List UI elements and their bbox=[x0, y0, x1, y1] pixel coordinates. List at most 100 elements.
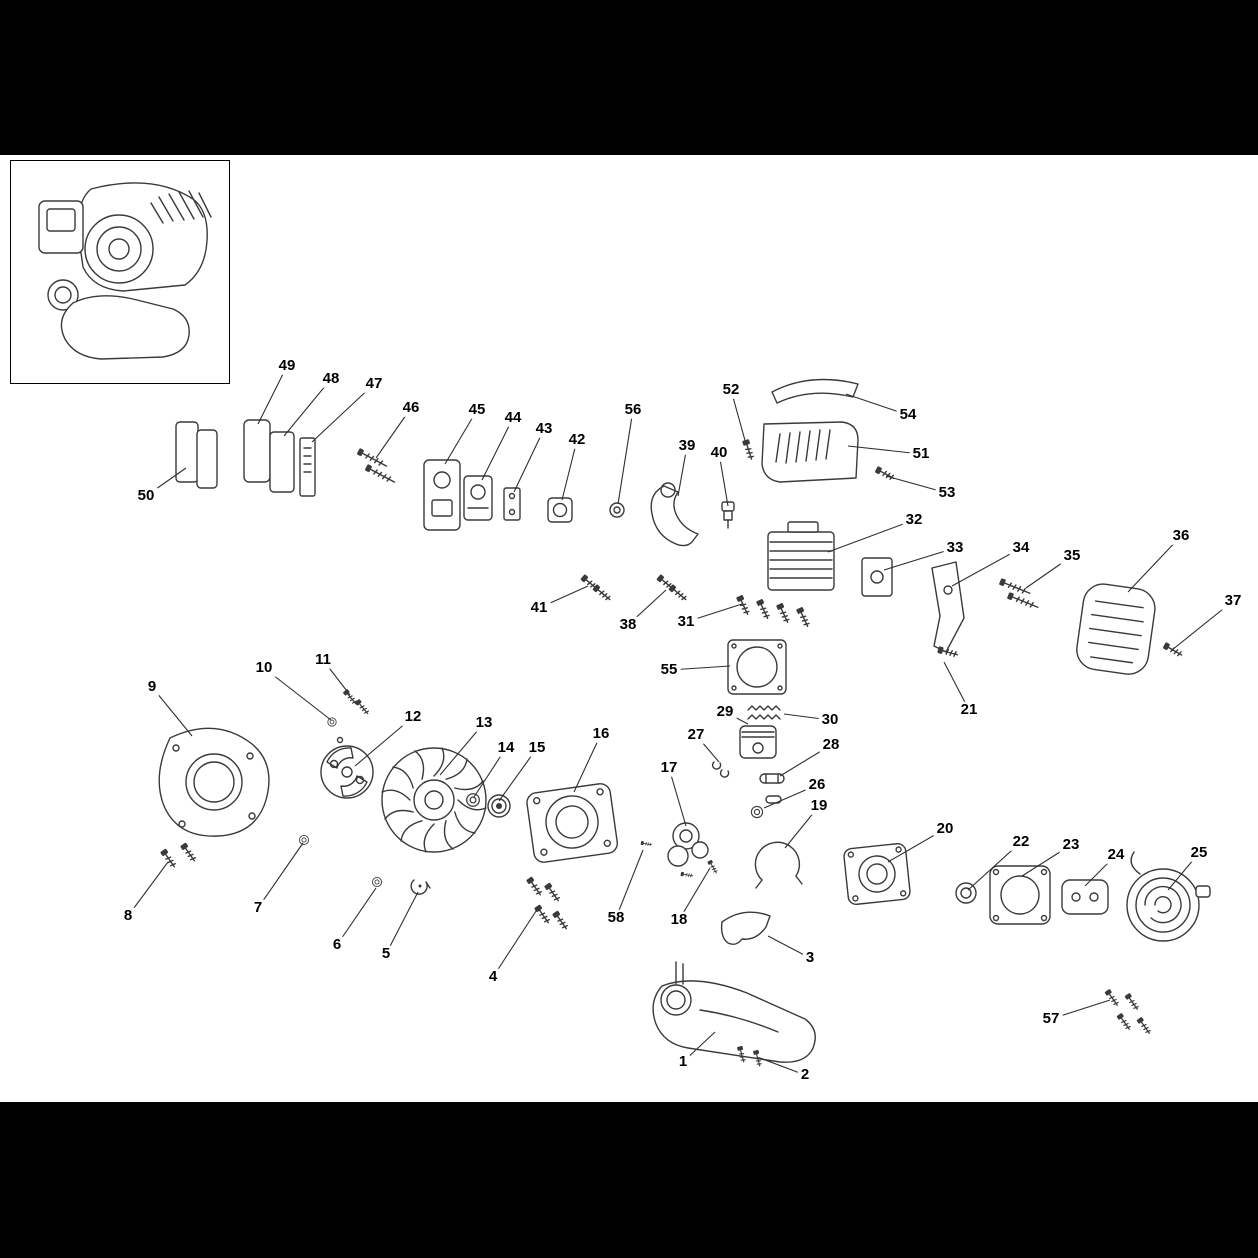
leader-line-49 bbox=[257, 365, 288, 425]
leader-line-36 bbox=[1127, 535, 1182, 593]
leader-line-8 bbox=[127, 861, 169, 917]
leader-line-35 bbox=[1025, 555, 1073, 589]
leader-line-33 bbox=[883, 547, 956, 571]
leader-line-30 bbox=[783, 713, 831, 721]
leader-line-34 bbox=[951, 547, 1022, 587]
part-15-bearing bbox=[487, 794, 511, 818]
part-34-heat-shield bbox=[931, 561, 965, 653]
leader-line-47 bbox=[311, 383, 375, 443]
leader-line-10 bbox=[263, 667, 332, 721]
leader-line-57 bbox=[1050, 999, 1111, 1020]
part-6-washer bbox=[371, 876, 383, 888]
part-37-screw bbox=[1161, 641, 1185, 659]
leader-line-28 bbox=[779, 744, 832, 777]
leader-line-29 bbox=[724, 711, 749, 725]
part-24-plate bbox=[1061, 879, 1109, 915]
leader-line-18 bbox=[678, 867, 711, 921]
leader-line-21 bbox=[943, 661, 970, 711]
leader-line-3 bbox=[767, 935, 811, 959]
leader-line-37 bbox=[1171, 600, 1234, 651]
part-32-cylinder bbox=[767, 521, 835, 591]
leader-line-5 bbox=[385, 891, 419, 955]
leader-line-4 bbox=[492, 904, 541, 978]
part-49-filter-element bbox=[243, 419, 271, 483]
part-27-circlips bbox=[711, 761, 730, 778]
leader-line-52 bbox=[730, 389, 747, 445]
part-29-piston bbox=[739, 725, 777, 759]
part-47-filter-plate bbox=[299, 437, 316, 497]
leader-line-45 bbox=[444, 409, 478, 465]
part-23-gasket-plate bbox=[989, 865, 1051, 925]
part-17-oiler-assembly bbox=[667, 822, 709, 879]
leader-line-55 bbox=[668, 665, 731, 671]
part-51-engine-shroud bbox=[761, 421, 859, 483]
leader-line-7 bbox=[257, 842, 304, 909]
part-31-screws bbox=[735, 594, 812, 629]
part-7-washer bbox=[298, 834, 310, 846]
leader-line-42 bbox=[561, 439, 578, 501]
part-14-washer bbox=[466, 793, 480, 807]
part-54-top-cover bbox=[771, 378, 859, 404]
part-33-gasket bbox=[861, 557, 893, 597]
leader-line-38 bbox=[627, 589, 667, 626]
part-5-clip bbox=[410, 879, 431, 895]
leader-line-51 bbox=[847, 445, 922, 455]
part-9-fan-housing bbox=[158, 727, 270, 837]
part-56-ring bbox=[609, 502, 625, 518]
part-16-crankcase bbox=[526, 783, 619, 863]
leader-line-53 bbox=[885, 475, 948, 494]
leader-line-16 bbox=[573, 733, 602, 793]
leader-line-31 bbox=[685, 603, 743, 623]
part-43-gasket bbox=[503, 487, 521, 521]
part-58-screw bbox=[640, 840, 653, 847]
part-1-crankcase-cover bbox=[652, 961, 816, 1063]
leader-line-44 bbox=[481, 417, 514, 481]
part-20-crankcase-half bbox=[843, 843, 911, 905]
part-50-cover-plates bbox=[175, 421, 218, 489]
letterbox-bottom bbox=[0, 1102, 1258, 1258]
leader-line-2 bbox=[759, 1057, 806, 1076]
part-11-screws bbox=[342, 688, 371, 717]
leader-line-15 bbox=[498, 747, 538, 802]
part-30-piston-rings bbox=[747, 705, 781, 720]
part-10-washer bbox=[327, 717, 344, 744]
part-12-clutch bbox=[320, 745, 374, 799]
part-42-insulator bbox=[547, 497, 573, 523]
part-40-spark-plug bbox=[721, 501, 735, 529]
leader-line-40 bbox=[718, 452, 729, 507]
leader-line-17 bbox=[668, 767, 687, 827]
part-55-cylinder-gasket bbox=[727, 639, 787, 695]
part-3-bracket bbox=[720, 911, 771, 946]
part-26-pin-washer bbox=[750, 795, 782, 819]
part-48-filter-element bbox=[269, 431, 295, 493]
leader-line-54 bbox=[845, 393, 909, 416]
leader-line-13 bbox=[439, 722, 485, 776]
leader-lines-layer bbox=[127, 365, 1234, 1076]
part-44-carburetor bbox=[463, 475, 493, 521]
leader-line-43 bbox=[513, 428, 545, 493]
part-18-screw bbox=[706, 859, 719, 875]
part-41-screws bbox=[579, 573, 613, 603]
part-19-clamp bbox=[754, 841, 803, 889]
leader-line-6 bbox=[336, 887, 377, 946]
leader-line-32 bbox=[827, 519, 915, 553]
leader-line-48 bbox=[283, 378, 332, 437]
part-36-muffler-guard bbox=[1076, 583, 1156, 675]
leader-line-41 bbox=[538, 585, 589, 609]
part-45-carburetor-bracket bbox=[423, 459, 461, 531]
leader-line-39 bbox=[677, 445, 688, 497]
leader-line-11 bbox=[322, 659, 351, 696]
part-53-screw bbox=[873, 465, 897, 483]
part-57-screws bbox=[1103, 988, 1153, 1036]
assembled-engine-inset bbox=[10, 160, 230, 384]
part-25-recoil-starter bbox=[1126, 851, 1211, 942]
leader-line-56 bbox=[617, 409, 634, 505]
part-38-screws bbox=[655, 573, 689, 603]
leader-line-27 bbox=[695, 734, 720, 763]
part-13-flywheel bbox=[381, 747, 487, 853]
leader-line-19 bbox=[784, 805, 820, 849]
part-39-throttle-elbow bbox=[650, 482, 699, 547]
leader-line-9 bbox=[151, 686, 193, 737]
